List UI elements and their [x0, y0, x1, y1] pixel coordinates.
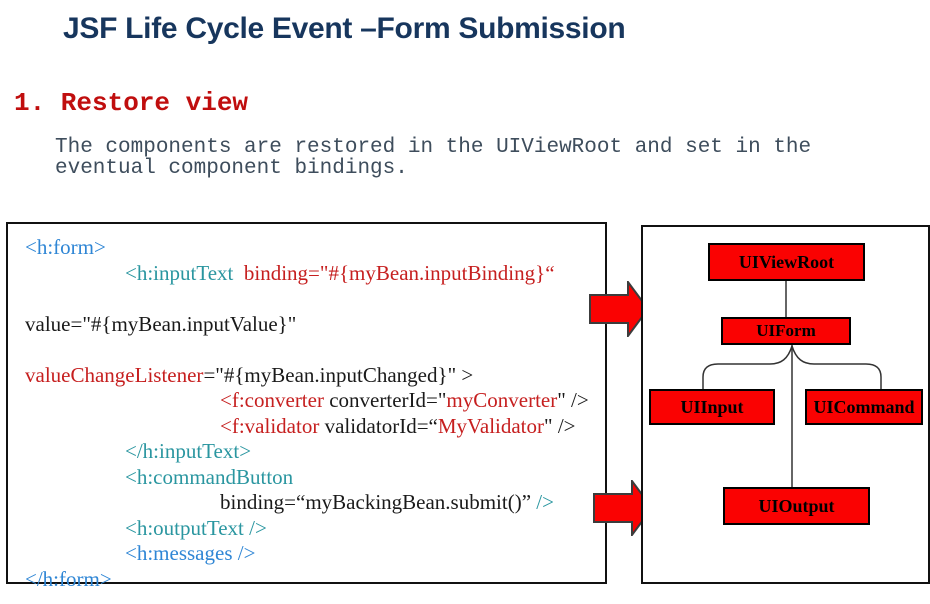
code-segment: MyValidator [437, 413, 545, 438]
code-segment: binding="#{myBean.inputBinding}“ [233, 260, 555, 285]
code-segment: <h:messages /> [125, 541, 256, 565]
code-line [8, 337, 605, 363]
code-segment: value="#{myBean.inputValue}" [25, 311, 297, 336]
code-segment: binding=“myBackingBean.submit()” [220, 490, 532, 514]
code-segment: <h:outputText /> [125, 515, 267, 540]
code-line: binding=“myBackingBean.submit()” /> [8, 490, 605, 516]
code-line: valueChangeListener="#{myBean.inputChang… [8, 363, 605, 389]
code-line: <h:form> [8, 235, 605, 261]
section-heading: 1. Restore view [14, 88, 249, 118]
node-uiinput: UIInput [649, 389, 775, 425]
code-segment: /> [531, 490, 554, 514]
code-segment: " /> [544, 413, 576, 438]
code-line: <h:inputText binding="#{myBean.inputBind… [8, 261, 605, 287]
code-segment: " /> [557, 388, 589, 412]
code-segment: <h:commandButton [125, 464, 294, 489]
code-line: <f:validator validatorId=“MyValidator" /… [8, 414, 605, 440]
code-segment: converterId=" [323, 388, 447, 412]
node-uioutput: UIOutput [723, 487, 870, 525]
code-line [8, 286, 605, 312]
code-segment: </h:form> [25, 566, 112, 591]
code-segment: <f:validator [220, 413, 320, 438]
code-line: <f:converter converterId="myConverter" /… [8, 388, 605, 414]
code-line: <h:outputText /> [8, 516, 605, 542]
code-line: <h:commandButton [8, 465, 605, 491]
code-segment: valueChangeListener [25, 362, 204, 387]
code-lines: <h:form><h:inputText binding="#{myBean.i… [8, 224, 605, 592]
code-segment: <f:converter [220, 388, 324, 412]
code-line: </h:form> [8, 567, 605, 593]
code-segment: myConverter [446, 388, 558, 412]
page-title: JSF Life Cycle Event –Form Submission [63, 12, 626, 45]
code-line: </h:inputText> [8, 439, 605, 465]
code-line: <h:messages /> [8, 541, 605, 567]
code-segment: <h:inputText [125, 260, 234, 285]
node-uiviewroot: UIViewRoot [708, 243, 865, 281]
section-body: The components are restored in the UIVie… [55, 137, 811, 179]
component-tree-panel: UIViewRoot UIForm UIInput UICommand UIOu… [641, 225, 930, 584]
right-arrow-icon [589, 281, 649, 337]
code-segment: <h:form> [25, 235, 106, 259]
section-body-line: eventual component bindings. [55, 157, 408, 180]
code-segment: </h:inputText> [125, 439, 252, 463]
tree-connector-lines [702, 281, 882, 487]
code-line: value="#{myBean.inputValue}" [8, 312, 605, 338]
code-panel: <h:form><h:inputText binding="#{myBean.i… [6, 222, 607, 591]
code-segment: validatorId=“ [319, 413, 438, 438]
section-body-line: The components are restored in the UIVie… [55, 136, 812, 159]
node-uicommand: UICommand [805, 389, 923, 425]
code-segment: ="#{myBean.inputChanged}" > [203, 362, 474, 387]
node-uiform: UIForm [721, 317, 851, 345]
